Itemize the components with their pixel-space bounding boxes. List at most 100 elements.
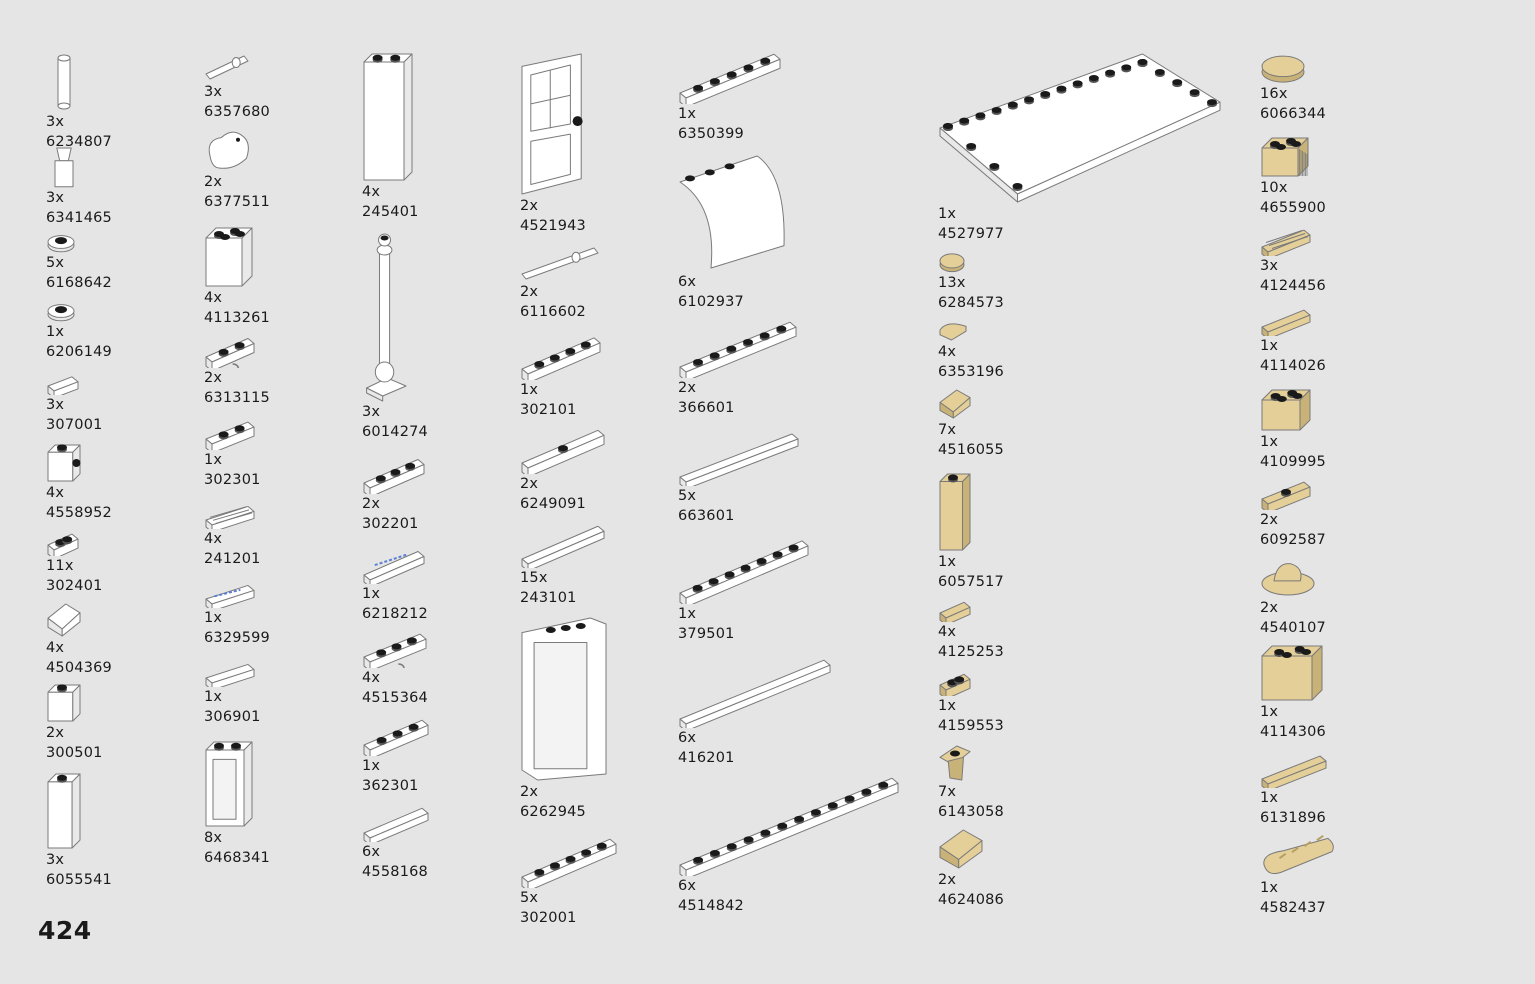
part-quantity: 6x	[362, 844, 381, 860]
bracket-part-image	[939, 745, 971, 781]
plate-part-image	[47, 533, 79, 556]
part-quantity: 3x	[46, 397, 65, 413]
part-quantity: 4x	[938, 344, 957, 360]
part-quantity: 1x	[204, 610, 223, 626]
part-302101: 1x 302101	[520, 330, 602, 420]
plate-part-image	[363, 719, 429, 756]
tile-part-image	[679, 659, 831, 728]
part-number: 6234807	[46, 134, 112, 150]
part-number: 663601	[678, 508, 735, 524]
part-quantity: 5x	[520, 890, 539, 906]
part-6168642: 5x 6168642	[46, 233, 112, 293]
plate-part-image	[363, 458, 425, 494]
plate-part-image	[679, 540, 809, 604]
plate-part-image	[939, 673, 971, 696]
part-number: 6102937	[678, 294, 744, 310]
part-quantity: 1x	[1260, 880, 1279, 896]
tall-brick-part-image	[363, 53, 413, 181]
tile-part-image	[521, 525, 605, 568]
part-quantity: 3x	[362, 404, 381, 420]
part-number: 379501	[678, 626, 735, 642]
part-number: 6014274	[362, 424, 428, 440]
part-number: 6168642	[46, 275, 112, 291]
part-number: 6350399	[678, 126, 744, 142]
part-quantity: 2x	[362, 496, 381, 512]
part-quantity: 3x	[46, 190, 65, 206]
part-quantity: 1x	[938, 206, 957, 222]
part-quantity: 1x	[938, 698, 957, 714]
tile-part-image	[679, 433, 799, 486]
part-quantity: 2x	[520, 784, 539, 800]
part-quantity: 2x	[938, 872, 957, 888]
part-number: 4624086	[938, 892, 1004, 908]
part-number: 4582437	[1260, 900, 1326, 916]
part-quantity: 4x	[204, 290, 223, 306]
brick-part-image	[1261, 389, 1311, 431]
part-number: 6057517	[938, 574, 1004, 590]
brick-part-image	[205, 227, 253, 287]
slope-part-image	[47, 603, 81, 637]
part-quantity: 1x	[204, 452, 223, 468]
brick-part-image	[1261, 645, 1323, 701]
part-number: 300501	[46, 745, 103, 761]
part-quantity: 4x	[938, 624, 957, 640]
part-quantity: 1x	[362, 586, 381, 602]
part-number: 245401	[362, 204, 419, 220]
jumper-plate-part-image	[521, 429, 605, 474]
part-number: 4515364	[362, 690, 428, 706]
part-number: 4113261	[204, 310, 270, 326]
part-quantity: 4x	[46, 485, 65, 501]
grille-part-image	[1261, 229, 1311, 256]
frame-part-image	[205, 741, 253, 827]
part-quantity: 7x	[938, 422, 957, 438]
part-number: 4655900	[1260, 200, 1326, 216]
part-number: 241201	[204, 551, 261, 567]
part-quantity: 1x	[1260, 790, 1279, 806]
part-number: 4514842	[678, 898, 744, 914]
curved-panel-part-image	[679, 155, 785, 269]
part-quantity: 8x	[204, 830, 223, 846]
part-quantity: 2x	[678, 380, 697, 396]
part-number: 307001	[46, 417, 103, 433]
part-number: 6329599	[204, 630, 270, 646]
lamp-post-part-image	[366, 233, 407, 402]
part-quantity: 1x	[520, 382, 539, 398]
part-quantity: 11x	[46, 558, 74, 574]
plate-clip-part-image	[205, 338, 255, 368]
part-number: 302101	[520, 402, 577, 418]
part-quantity: 3x	[1260, 258, 1279, 274]
animal-part-image	[208, 131, 249, 169]
tile-part-image	[1261, 755, 1327, 788]
part-number: 4504369	[46, 660, 112, 676]
brick-side-stud-part-image	[47, 444, 81, 482]
plate-part-image	[679, 777, 899, 876]
part-quantity: 5x	[46, 255, 65, 271]
part-quantity: 6x	[678, 878, 697, 894]
window-frame-part-image	[521, 617, 607, 781]
part-4582437: 1x 4582437	[1260, 834, 1338, 918]
part-quantity: 2x	[520, 284, 539, 300]
